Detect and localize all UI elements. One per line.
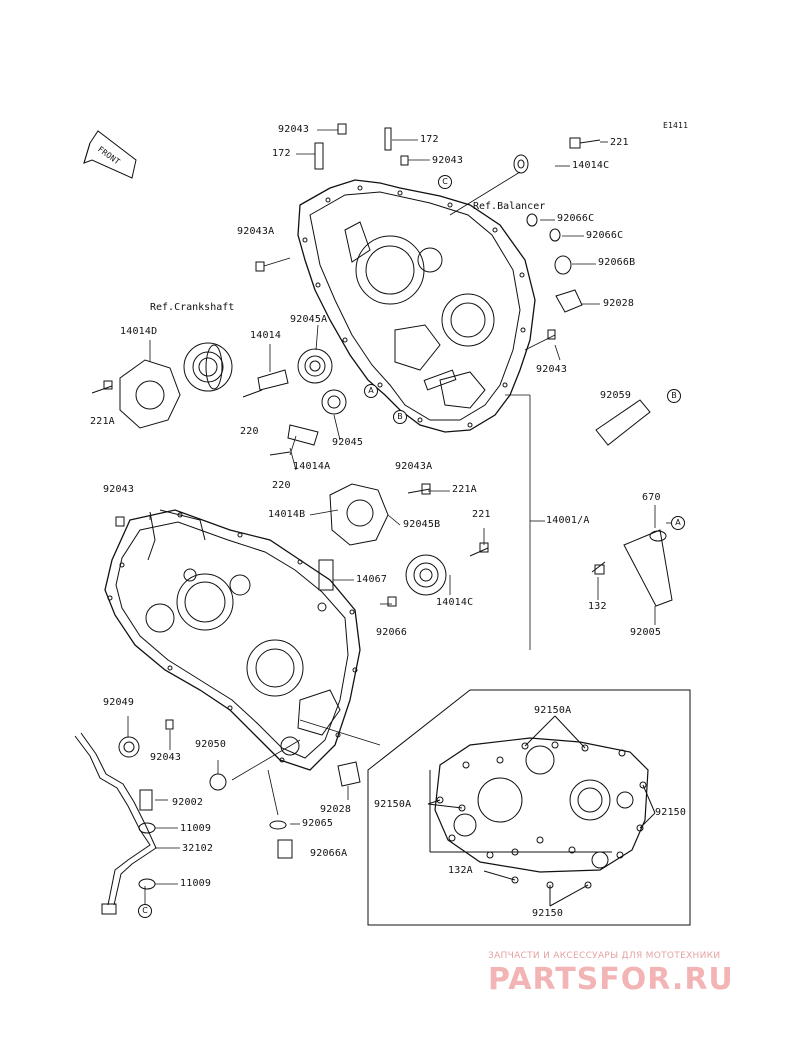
part-label: 11009 xyxy=(180,878,212,889)
gasket-plate-icon xyxy=(119,359,181,429)
part-label: 14014A xyxy=(293,461,331,472)
part-label: 220 xyxy=(272,480,291,491)
part-label: 14067 xyxy=(356,574,388,585)
part-label: 14014B xyxy=(268,509,306,520)
oil-pipe-icon xyxy=(74,732,157,915)
part-label: 220 xyxy=(240,426,259,437)
part-label: 11009 xyxy=(180,823,212,834)
part-label: 92150 xyxy=(655,807,687,818)
callout-c: C xyxy=(438,175,452,189)
part-label: 221 xyxy=(610,137,629,148)
part-label: 92002 xyxy=(172,797,204,808)
part-label: 92066 xyxy=(376,627,408,638)
bolt-icon xyxy=(91,137,606,811)
bearing-icon xyxy=(405,554,447,596)
part-label: 92066C xyxy=(586,230,624,241)
part-label: 14014C xyxy=(436,597,474,608)
watermark-logo: PARTSFOR.RU xyxy=(488,962,734,997)
part-label: 14001/A xyxy=(546,515,590,526)
part-label: 14014D xyxy=(120,326,158,337)
part-label: 221A xyxy=(90,416,115,427)
part-label: 172 xyxy=(272,148,291,159)
upper-crankcase-drawing xyxy=(297,179,536,433)
cover-detail-inset xyxy=(367,689,691,926)
part-label: 92043 xyxy=(432,155,464,166)
part-label: 92066B xyxy=(598,257,636,268)
part-label: 92065 xyxy=(302,818,334,829)
part-label: 92043 xyxy=(150,752,182,763)
part-label: 92045A xyxy=(290,314,328,325)
part-label: 92049 xyxy=(103,697,135,708)
part-label: 92043 xyxy=(278,124,310,135)
part-label: 92043A xyxy=(237,226,275,237)
callout-c: C xyxy=(138,904,152,918)
bracket-icon xyxy=(257,369,673,607)
part-label: 14014C xyxy=(572,160,610,171)
part-label: 132A xyxy=(448,865,473,876)
part-label: 92150 xyxy=(532,908,564,919)
dowel-pin-icon xyxy=(115,123,556,859)
callout-a: A xyxy=(671,516,685,530)
part-label: 14014 xyxy=(250,330,282,341)
callout-b: B xyxy=(667,389,681,403)
bearing-icon xyxy=(321,389,347,415)
part-label: 92050 xyxy=(195,739,227,750)
callout-a: A xyxy=(364,384,378,398)
part-label: 92150A xyxy=(534,705,572,716)
watermark-tagline: ЗАПЧАСТИ И АКСЕССУАРЫ ДЛЯ МОТОТЕХНИКИ xyxy=(488,951,721,961)
part-label: 92045 xyxy=(332,437,364,448)
bearing-icon xyxy=(183,342,233,392)
diagram-code: E1411 xyxy=(663,121,689,130)
ref-balancer-label: Ref.Balancer xyxy=(473,201,546,212)
part-label: 132 xyxy=(588,601,607,612)
part-label: 172 xyxy=(420,134,439,145)
bearing-icon xyxy=(297,348,333,384)
front-arrow-icon xyxy=(83,130,137,179)
part-label: 92150A xyxy=(374,799,412,810)
part-label: 92066A xyxy=(310,848,348,859)
washer-icon xyxy=(138,530,667,890)
part-label: 92043 xyxy=(536,364,568,375)
part-label: 92066C xyxy=(557,213,595,224)
part-label: 92059 xyxy=(600,390,632,401)
leader-lines xyxy=(127,129,676,905)
part-label: 32102 xyxy=(182,843,214,854)
part-label: 92028 xyxy=(603,298,635,309)
callout-b: B xyxy=(393,410,407,424)
ref-crankshaft-label: Ref.Crankshaft xyxy=(150,302,235,313)
part-label: 92043A xyxy=(395,461,433,472)
lower-crankcase-drawing xyxy=(104,509,361,771)
oil-seal-icon xyxy=(118,154,583,791)
part-label: 92043 xyxy=(103,484,135,495)
part-label: 221A xyxy=(452,484,477,495)
part-label: 670 xyxy=(642,492,661,503)
gasket-plate-icon xyxy=(329,483,389,546)
part-label: 92005 xyxy=(630,627,662,638)
part-label: 92028 xyxy=(320,804,352,815)
part-label: 92045B xyxy=(403,519,441,530)
part-label: 221 xyxy=(472,509,491,520)
